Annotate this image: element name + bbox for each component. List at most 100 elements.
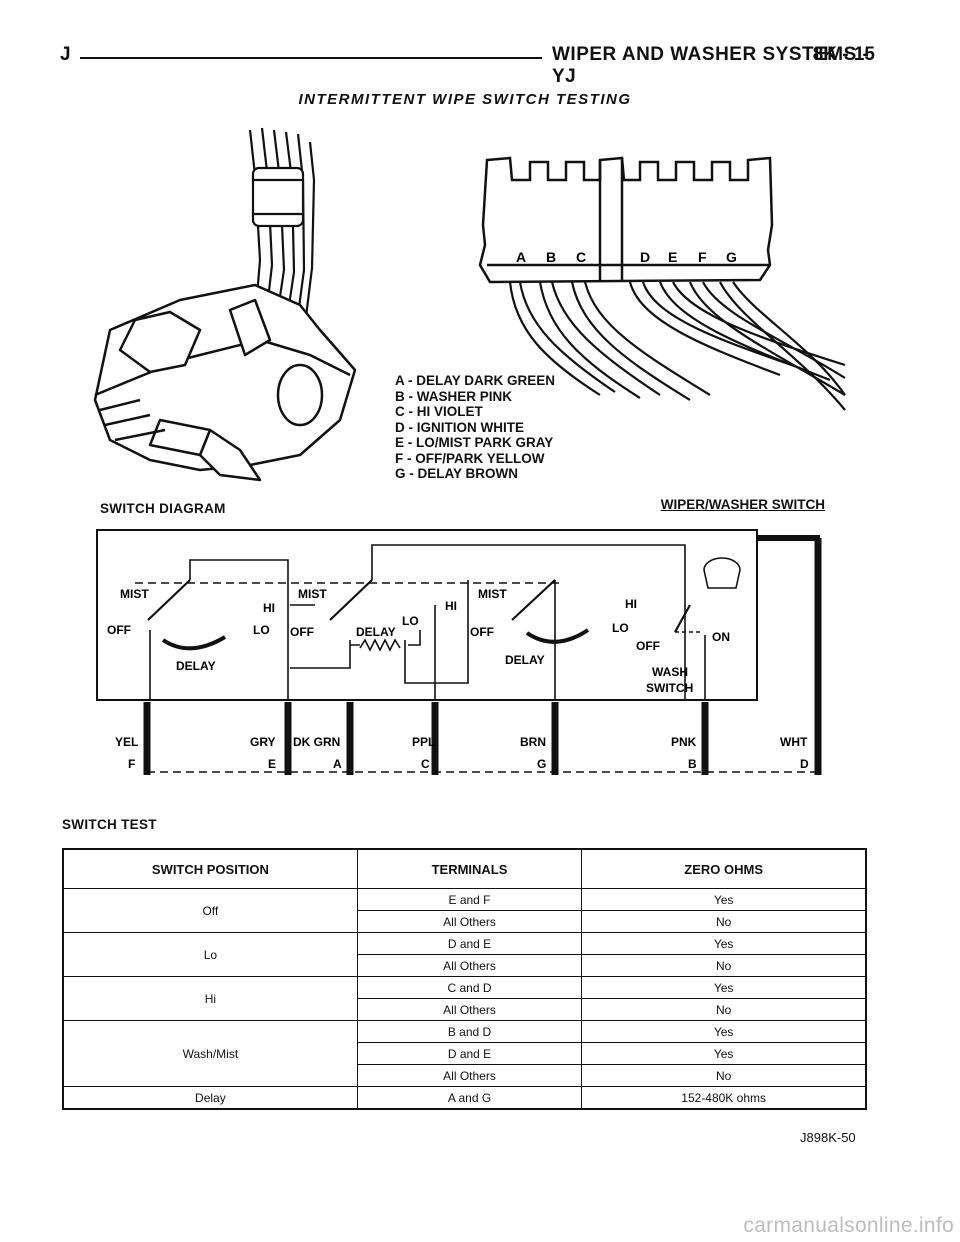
wire-color-label: WHT — [780, 735, 808, 749]
zero-ohms-cell: Yes — [581, 1020, 867, 1043]
switch-test-title: SWITCH TEST — [62, 817, 157, 832]
terminals-cell: B and D — [356, 1020, 583, 1043]
zero-ohms-cell: Yes — [581, 976, 867, 999]
terminal-label: E — [268, 757, 276, 771]
table-row: Off E and F Yes — [62, 888, 867, 933]
header-page-number: 8K - 15 — [812, 44, 875, 65]
legend-item: G - DELAY BROWN — [395, 466, 519, 481]
switch-diagram-title: SWITCH DIAGRAM — [100, 501, 226, 516]
terminal-label: D — [800, 757, 809, 771]
zero-ohms-cell: No — [581, 910, 867, 933]
column-header: SWITCH POSITION — [62, 848, 358, 889]
label-off-4: OFF — [636, 639, 660, 653]
wire-color-label: PNK — [671, 735, 697, 749]
terminals-cell: All Others — [356, 998, 583, 1021]
label-lo-3: LO — [612, 621, 629, 635]
legend-item: A - DELAY DARK GREEN — [395, 373, 556, 388]
header-title: WIPER AND WASHER SYSTEMS - YJ — [552, 44, 870, 87]
column-header: ZERO OHMS — [581, 848, 867, 889]
terminal-label: F — [128, 757, 135, 771]
switch-name-label: WIPER/WASHER SWITCH — [660, 497, 825, 512]
label-lo-2: LO — [402, 614, 419, 628]
terminals-cell: All Others — [356, 1064, 583, 1087]
switch-position-cell: Delay — [62, 1086, 358, 1110]
table-row: Hi C and D Yes — [62, 976, 867, 1021]
legend-item: D - IGNITION WHITE — [395, 419, 524, 435]
label-delay-3: DELAY — [505, 653, 545, 667]
table-row: Wash/Mist B and D Yes — [62, 1020, 867, 1087]
label-mist-1: MIST — [120, 587, 149, 601]
switch-position-cell: Off — [62, 888, 358, 933]
table-header-row: SWITCH POSITION TERMINALS ZERO OHMS — [62, 848, 867, 889]
wire-color-labels: YEL GRY DK GRN PPL BRN PNK WHT F E A C G… — [115, 735, 809, 771]
switch-illustration: A B C D E F G — [93, 127, 846, 482]
zero-ohms-cell: No — [581, 998, 867, 1021]
label-off-2: OFF — [290, 625, 314, 639]
terminal-label: C — [421, 757, 430, 771]
table-row: All Others No — [63, 910, 867, 933]
legend-item: F - OFF/PARK YELLOW — [395, 450, 545, 466]
label-off-3: OFF — [470, 625, 494, 639]
terminal-label: G — [537, 757, 546, 771]
pin-label-g: G — [726, 249, 737, 265]
pin-label-c: C — [576, 249, 586, 265]
switch-body — [93, 283, 357, 482]
zero-ohms-cell: Yes — [581, 932, 867, 955]
table-row: Lo D and E Yes — [62, 932, 867, 977]
legend-item: B - WASHER PINK — [395, 388, 513, 404]
schematic-traces — [135, 544, 741, 700]
label-lo-1: LO — [253, 623, 270, 637]
switch-position-cell: Hi — [62, 976, 358, 1021]
wire-color-label: GRY — [250, 735, 276, 749]
schematic-box — [96, 529, 820, 701]
terminals-cell: A and G — [356, 1086, 583, 1110]
zero-ohms-cell: 152-480K ohms — [581, 1086, 867, 1110]
label-hi-3: HI — [625, 597, 637, 611]
label-mist-2: MIST — [298, 587, 327, 601]
table-row: Delay A and G 152-480K ohms — [62, 1086, 867, 1110]
table-row: All Others No — [63, 998, 867, 1021]
pin-label-f: F — [698, 249, 707, 265]
label-hi-2: HI — [445, 599, 457, 613]
table-row: D and E Yes — [63, 1042, 867, 1065]
figure-id: J898K-50 — [800, 1130, 856, 1145]
table-row: All Others No — [63, 1064, 867, 1087]
wire-color-label: BRN — [520, 735, 546, 749]
pin-label-d: D — [640, 249, 650, 265]
connector-wires — [508, 281, 846, 411]
page-header: J WIPER AND WASHER SYSTEMS - YJ 8K - 15 — [60, 44, 875, 87]
wire-leads — [143, 538, 822, 775]
switch-schematic: MIST OFF HI LO DELAY MIST OFF DELAY LO H… — [96, 529, 822, 775]
pin-label-e: E — [668, 249, 677, 265]
terminals-cell: D and E — [356, 932, 583, 955]
wire-color-label: PPL — [412, 735, 435, 749]
label-delay-1: DELAY — [176, 659, 216, 673]
label-off-1: OFF — [107, 623, 131, 637]
zero-ohms-cell: Yes — [581, 1042, 867, 1065]
switch-test-table: SWITCH POSITION TERMINALS ZERO OHMS Off … — [62, 848, 867, 1110]
wire-color-label: DK GRN — [293, 735, 340, 749]
watermark-text: carmanualsonline.info — [743, 1214, 954, 1237]
connector-body — [478, 156, 774, 284]
label-on: ON — [712, 630, 730, 644]
wire-color-legend: A - DELAY DARK GREEN B - WASHER PINK C -… — [395, 373, 555, 482]
pin-label-a: A — [516, 249, 526, 265]
terminal-label: A — [333, 757, 342, 771]
header-rule — [80, 57, 542, 59]
zero-ohms-cell: Yes — [581, 888, 867, 911]
terminal-label: B — [688, 757, 697, 771]
header-letter: J — [60, 44, 71, 65]
legend-item: E - LO/MIST PARK GRAY — [395, 435, 554, 450]
terminals-cell: C and D — [356, 976, 583, 999]
label-mist-3: MIST — [478, 587, 507, 601]
zero-ohms-cell: No — [581, 954, 867, 977]
figure-title: INTERMITTENT WIPE SWITCH TESTING — [298, 91, 632, 108]
label-hi-1: HI — [263, 601, 275, 615]
pin-label-b: B — [546, 249, 556, 265]
terminals-cell: All Others — [356, 910, 583, 933]
label-delay-2: DELAY — [356, 625, 396, 639]
label-wash: WASH — [652, 665, 688, 679]
terminals-cell: D and E — [356, 1042, 583, 1065]
terminals-cell: E and F — [356, 888, 583, 911]
label-switch: SWITCH — [646, 681, 693, 695]
